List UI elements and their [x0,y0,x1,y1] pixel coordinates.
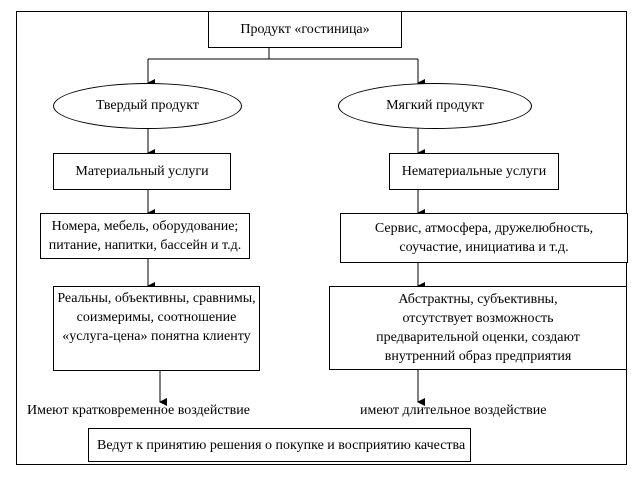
hard-product-ellipse: Твердый продукт [53,83,242,129]
material-properties-box: Реальны, объективны, сравнимы, соизмерим… [53,286,260,371]
nonmaterial-properties-box: Абстрактны, субъективны, отсутствует воз… [329,286,627,370]
root-label: Продукт «гостиница» [240,22,370,37]
hard-product-label: Твердый продукт [96,98,199,113]
nonmaterial-examples-line: Сервис, атмосфера, дружелюбность, [374,221,594,236]
long-effect-label: имеют длительное воздействие [360,403,547,418]
material-properties-line: соизмеримы, соотношение [76,310,237,325]
material-examples-line: питание, напитки, бассейн и т.д. [48,238,242,253]
material-examples-box: Номера, мебель, оборудование; питание, н… [40,213,250,259]
short-effect-label: Имеют кратковременное воздействие [27,403,250,418]
material-properties-line: «услуга-цена» понятна клиенту [62,329,251,344]
soft-product-label: Мягкий продукт [386,98,484,113]
nonmaterial-properties-line: Абстрактны, субъективны, [398,292,558,307]
soft-product-ellipse: Мягкий продукт [338,83,532,129]
conclusion-box: Ведут к принятию решения о покупке и вос… [88,428,471,462]
nonmaterial-properties-line: отсутствует возможность [402,311,554,326]
material-properties-line: Реальны, объективны, сравнимы, [57,291,256,306]
nonmaterial-properties-line: внутренний образ предприятия [384,349,572,364]
material-services-label: Материальный услуги [75,164,209,179]
nonmaterial-properties-line: предварительной оценки, создают [376,330,580,345]
material-services-box: Материальный услуги [53,153,231,190]
nonmaterial-examples-box: Сервис, атмосфера, дружелюбность, соучас… [340,213,628,263]
conclusion-label: Ведут к принятию решения о покупке и вос… [97,437,466,453]
nonmaterial-examples-line: соучастие, инициатива и т.д. [399,240,569,255]
material-examples-line: Номера, мебель, оборудование; [51,219,239,234]
nonmaterial-services-label: Нематериальные услуги [401,164,547,179]
nonmaterial-services-box: Нематериальные услуги [389,153,559,190]
root-box: Продукт «гостиница» [208,11,402,48]
